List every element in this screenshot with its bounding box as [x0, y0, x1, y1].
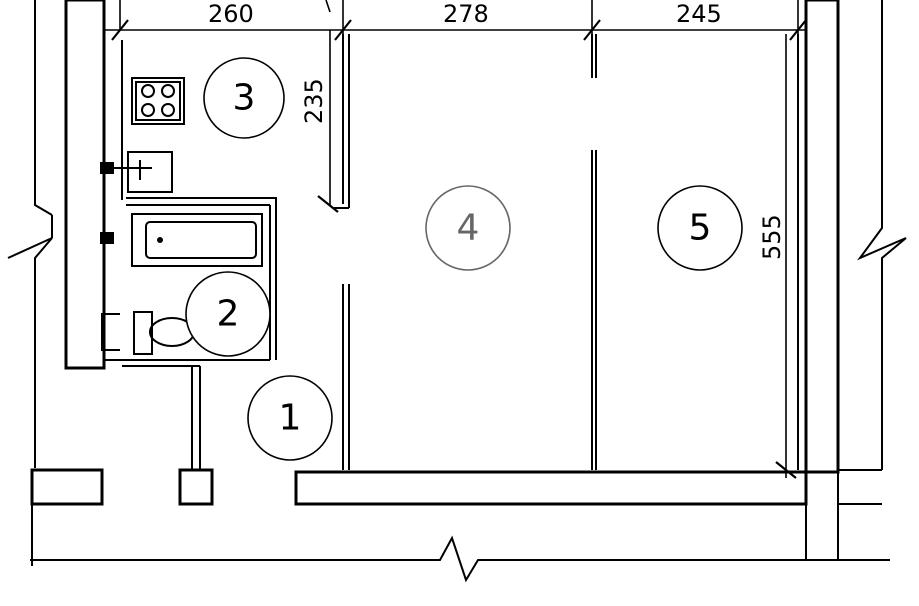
left-exterior-wall [7, 0, 106, 468]
room-marker-3 [203, 57, 285, 139]
room-depth-dimension [775, 34, 797, 479]
room-marker-1 [247, 375, 333, 461]
top-dimension-line [105, 0, 820, 41]
bottom-walls [30, 468, 882, 560]
bathtub-icon [100, 213, 263, 267]
bottom-break-line [30, 504, 890, 583]
dimension-label-260: 260 [208, 0, 254, 28]
room-number-4: 4 [457, 208, 480, 249]
room-number-5: 5 [689, 208, 712, 249]
wet-zone-partitions [104, 40, 277, 470]
living-partitions [334, 34, 799, 470]
kitchen-sink-icon [100, 151, 173, 193]
stove-icon [131, 77, 185, 125]
room-marker-5 [657, 185, 743, 271]
room-marker-2 [185, 271, 271, 357]
room-number-3: 3 [233, 78, 256, 119]
room-number-2: 2 [217, 294, 240, 335]
dimension-label-235: 235 [300, 78, 328, 124]
dimension-label-555: 555 [758, 214, 786, 260]
dimension-label-245: 245 [676, 0, 722, 28]
room-marker-4 [425, 185, 511, 271]
kitchen-depth-dimension [317, 30, 339, 213]
room-number-1: 1 [279, 398, 302, 439]
right-exterior-wall [804, 0, 907, 474]
dimension-label-278: 278 [443, 0, 489, 28]
toilet-icon [101, 311, 195, 355]
